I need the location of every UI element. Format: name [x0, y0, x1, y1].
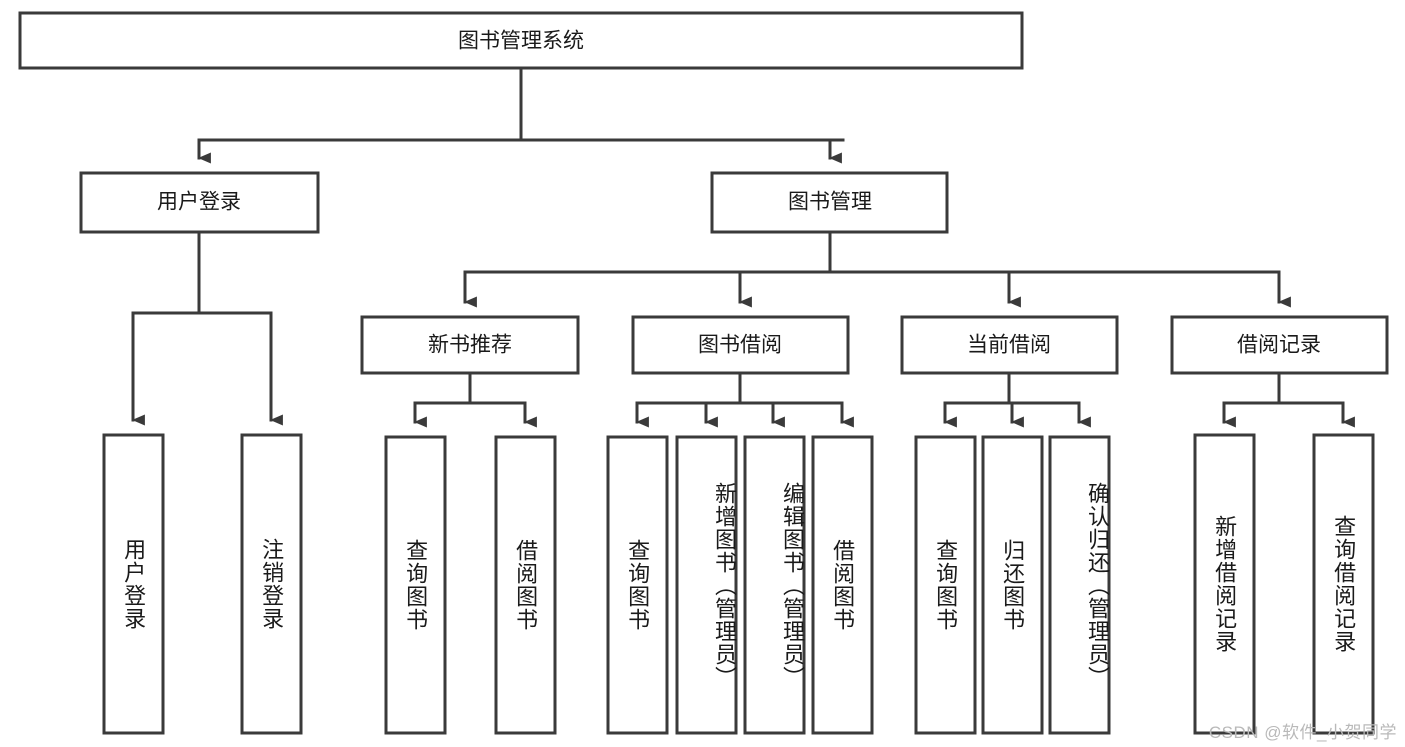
leaf-box-user-login-logout[interactable] — [240, 433, 303, 735]
node-borrow-record[interactable]: 借阅记录 — [1170, 315, 1389, 375]
connector-book-manage-to-level3 — [463, 230, 1291, 308]
connector-book-borrow-to-leaves — [635, 371, 854, 428]
node-current-borrow-label: 当前借阅 — [967, 334, 1051, 357]
leaf-box-borrow-borrow-book[interactable] — [811, 435, 874, 735]
node-book-manage[interactable]: 图书管理 — [710, 171, 949, 234]
node-book-manage-label: 图书管理 — [788, 191, 872, 214]
leaf-box-recommend-query-book[interactable] — [384, 435, 447, 735]
leaf-box-current-confirm-return[interactable] — [1048, 435, 1111, 735]
leaf-boxes-new-book-recommend — [384, 435, 557, 735]
node-root-system[interactable]: 图书管理系统 — [18, 11, 1024, 70]
node-new-book-recommend[interactable]: 新书推荐 — [360, 315, 580, 375]
connector-current-borrow-to-leaves — [943, 371, 1091, 428]
node-user-login-label: 用户登录 — [157, 191, 241, 214]
leaf-boxes-book-borrow — [606, 435, 874, 735]
node-borrow-record-label: 借阅记录 — [1237, 334, 1321, 357]
leaf-box-record-query[interactable] — [1312, 433, 1375, 735]
leaf-boxes-user-login — [102, 433, 303, 735]
node-book-borrow-label: 图书借阅 — [698, 334, 782, 357]
node-user-login[interactable]: 用户登录 — [79, 171, 320, 234]
node-new-book-recommend-label: 新书推荐 — [428, 334, 512, 357]
leaf-box-recommend-borrow-book[interactable] — [494, 435, 557, 735]
connector-root-to-level2 — [197, 66, 845, 164]
node-current-borrow[interactable]: 当前借阅 — [900, 315, 1119, 375]
leaf-box-borrow-edit-book[interactable] — [743, 435, 806, 735]
connector-new-book-to-leaves — [413, 371, 537, 428]
leaf-box-borrow-add-book[interactable] — [675, 435, 738, 735]
connector-user-login-to-leaves — [131, 230, 283, 426]
leaf-box-current-return-book[interactable] — [981, 435, 1044, 735]
node-book-borrow[interactable]: 图书借阅 — [631, 315, 850, 375]
leaf-box-current-query-book[interactable] — [914, 435, 977, 735]
connector-borrow-record-to-leaves — [1222, 371, 1355, 428]
leaf-boxes-borrow-record — [1193, 433, 1375, 735]
leaf-box-borrow-query-book[interactable] — [606, 435, 669, 735]
node-root-system-label: 图书管理系统 — [458, 30, 584, 53]
leaf-box-record-add[interactable] — [1193, 433, 1256, 735]
leaf-boxes-current-borrow — [914, 435, 1111, 735]
leaf-box-user-login-login[interactable] — [102, 433, 165, 735]
